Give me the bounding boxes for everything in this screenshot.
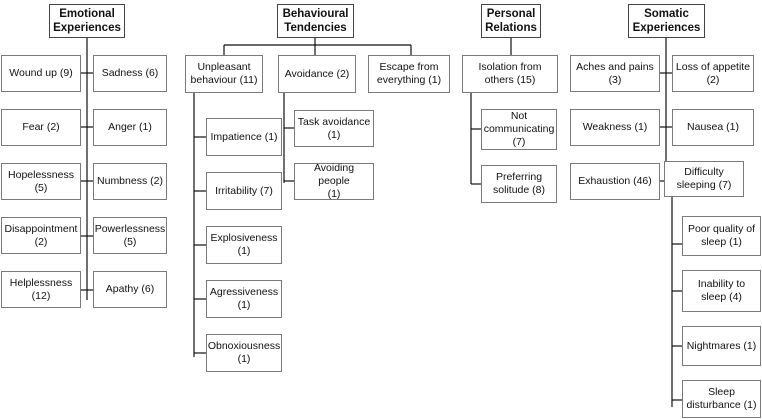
node-preferring-solitude: Preferring solitude (8) xyxy=(481,165,557,203)
node-wound-up: Wound up (9) xyxy=(1,55,81,92)
node-fear: Fear (2) xyxy=(1,109,81,146)
node-difficulty-sleeping: Difficulty sleeping (7) xyxy=(664,161,744,197)
node-powerlessness: Powerlessness (5) xyxy=(93,217,167,254)
node-impatience: Impatience (1) xyxy=(206,118,282,156)
node-exhaustion: Exhaustion (46) xyxy=(570,163,660,200)
node-helplessness: Helplessness (12) xyxy=(1,271,81,308)
node-avoiding-people: Avoiding people (1) xyxy=(294,162,374,200)
node-loss-of-appetite: Loss of appetite (2) xyxy=(672,55,754,92)
node-escape-from-everything: Escape from everything (1) xyxy=(368,55,450,93)
node-irritability: Irritability (7) xyxy=(206,172,282,210)
node-poor-quality-of-sleep: Poor quality of sleep (1) xyxy=(682,216,761,256)
node-nightmares: Nightmares (1) xyxy=(682,326,761,366)
header-somatic-experiences: Somatic Experiences xyxy=(628,4,705,38)
node-sleep-disturbance: Sleep disturbance (1) xyxy=(682,380,761,418)
node-disappointment: Disappointment (2) xyxy=(1,217,81,254)
node-sadness: Sadness (6) xyxy=(93,55,167,92)
node-unpleasant-behaviour: Unpleasant behaviour (11) xyxy=(185,55,263,93)
node-numbness: Numbness (2) xyxy=(93,163,167,200)
node-apathy: Apathy (6) xyxy=(93,271,167,308)
node-inability-to-sleep: Inability to sleep (4) xyxy=(682,270,761,312)
node-aches-and-pains: Aches and pains (3) xyxy=(570,55,660,92)
node-weakness: Weakness (1) xyxy=(570,109,660,146)
header-behavioural-tendencies: Behavioural Tendencies xyxy=(277,4,354,38)
node-agressiveness: Agressiveness (1) xyxy=(206,280,282,318)
node-not-communicating: Not communicating (7) xyxy=(481,109,557,150)
node-obnoxiousness: Obnoxiousness (1) xyxy=(206,334,282,372)
header-personal-relations: Personal Relations xyxy=(481,4,541,38)
node-hopelessness: Hopelessness (5) xyxy=(1,163,81,200)
node-explosiveness: Explosiveness (1) xyxy=(206,226,282,264)
node-nausea: Nausea (1) xyxy=(672,109,754,146)
node-task-avoidance: Task avoidance (1) xyxy=(294,110,374,147)
node-avoidance: Avoidance (2) xyxy=(278,55,356,93)
node-anger: Anger (1) xyxy=(93,109,167,146)
node-isolation-from-others: Isolation from others (15) xyxy=(462,55,558,93)
header-emotional-experiences: Emotional Experiences xyxy=(49,4,125,38)
